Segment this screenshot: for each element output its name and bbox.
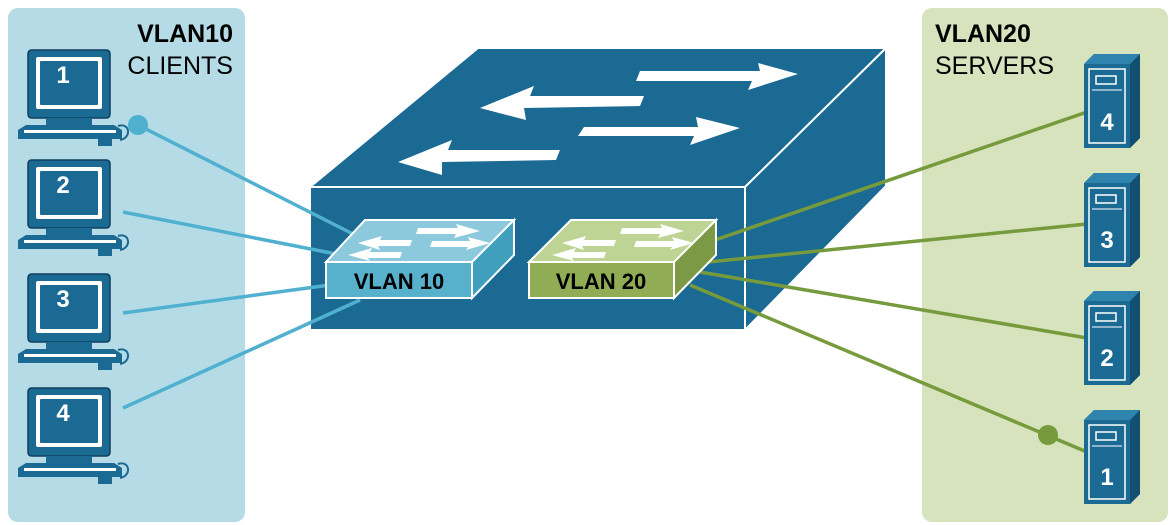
main-switch — [307, 45, 889, 333]
arrow-right-icon — [636, 63, 798, 90]
server-number: 4 — [1100, 109, 1114, 136]
server-2-link — [699, 270, 1088, 340]
server-3-link — [707, 222, 1088, 264]
vlan10-switch-label: VLAN 10 — [354, 269, 444, 294]
client-2-link — [122, 210, 337, 256]
server-3: 3 — [1083, 172, 1141, 268]
link-endpoint-dot — [128, 115, 148, 135]
client-links — [122, 115, 361, 410]
vlan10-panel-title: VLAN10 — [137, 20, 233, 48]
vlan20-switch: VLAN 20 — [526, 217, 719, 301]
arrow-left-icon — [348, 248, 402, 261]
client-number: 3 — [56, 286, 69, 313]
arrow-right-icon — [634, 237, 694, 250]
client-computer-1: 1 — [17, 49, 130, 147]
client-computer-4: 4 — [17, 387, 130, 485]
arrow-right-icon — [578, 117, 740, 145]
server-4-link — [714, 110, 1088, 242]
client-1-link — [137, 123, 356, 237]
vlan20-panel-title: VLAN20 — [935, 20, 1031, 48]
servers-panel-subtitle: SERVERS — [935, 52, 1054, 80]
client-computer-2: 2 — [17, 159, 130, 257]
client-3-link — [122, 283, 331, 315]
arrow-left-icon — [562, 236, 616, 250]
link-endpoint-dot — [1038, 425, 1058, 445]
server-number: 2 — [1100, 345, 1113, 372]
server-1-link — [689, 283, 1088, 454]
client-number: 4 — [56, 400, 70, 427]
server-number: 1 — [1100, 464, 1113, 491]
client-number: 2 — [56, 172, 69, 199]
server-1: 1 — [1083, 409, 1141, 505]
client-4-link — [122, 298, 361, 410]
server-4: 4 — [1083, 53, 1141, 149]
arrow-left-icon — [480, 86, 644, 120]
vlan20-switch-label: VLAN 20 — [556, 269, 646, 294]
server-links — [689, 110, 1088, 454]
server-number: 3 — [1100, 227, 1113, 254]
server-2: 2 — [1083, 290, 1141, 386]
arrow-right-icon — [620, 224, 684, 238]
clients-panel-subtitle: CLIENTS — [127, 52, 233, 80]
arrow-left-icon — [552, 248, 606, 261]
arrow-right-icon — [416, 224, 480, 238]
vlan10-switch: VLAN 10 — [323, 217, 517, 301]
arrow-left-icon — [358, 236, 412, 250]
arrow-left-icon — [398, 140, 560, 175]
client-number: 1 — [56, 62, 69, 89]
client-computer-3: 3 — [17, 273, 130, 371]
arrow-right-icon — [430, 237, 490, 250]
